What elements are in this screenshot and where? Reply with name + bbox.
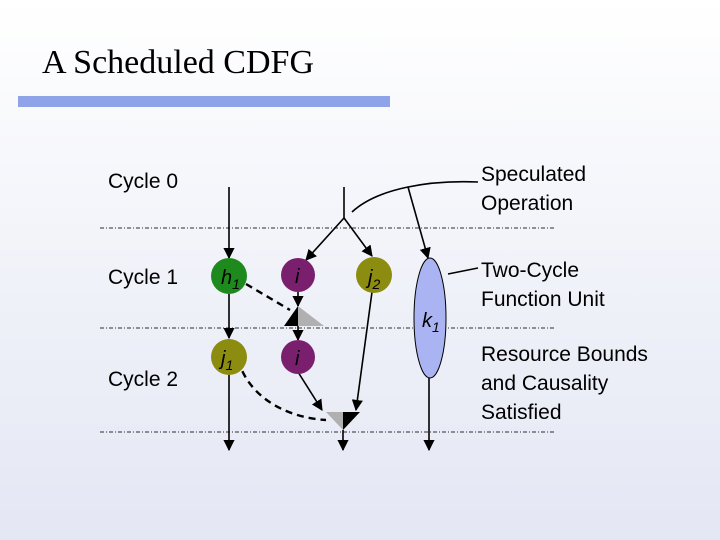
dashed-edge-j1-to-mux2 <box>236 359 327 422</box>
cycle-1-label: Cycle 1 <box>108 266 179 289</box>
cycle-2-label: Cycle 2 <box>108 368 179 391</box>
resource-line-1: Resource Bounds <box>481 343 648 366</box>
node-j2-label: j2 <box>365 267 380 292</box>
title-underline-bar <box>18 96 390 107</box>
resource-line-2: and Causality <box>481 372 609 395</box>
node-h1-label: h1 <box>221 267 240 292</box>
node-k1: k1 <box>413 257 447 379</box>
two-cycle-unit-label: Two-Cycle Function Unit <box>481 256 605 314</box>
edge-branch-to-i1 <box>305 217 345 261</box>
mux-cycle-1 <box>284 306 324 326</box>
node-j1: j1 <box>211 339 247 375</box>
node-h1: h1 <box>211 258 247 294</box>
speculated-line-2: Operation <box>481 192 574 215</box>
two-cycle-line-1: Two-Cycle <box>481 259 580 282</box>
mux-cycle-2 <box>326 412 360 430</box>
resource-bounds-label: Resource Bounds and Causality Satisfied <box>481 340 648 427</box>
slide-title: A Scheduled CDFG <box>42 44 314 81</box>
speculated-line-1: Speculated <box>481 163 587 186</box>
node-i1-label: i <box>295 266 300 288</box>
edge-branch-to-j2 <box>343 217 373 257</box>
node-i2: i <box>281 340 315 374</box>
edge-i2-to-mux2 <box>297 371 323 411</box>
dashed-edge-h1-to-mux1 <box>245 282 291 312</box>
speculated-operation-label: Speculated Operation <box>481 160 586 218</box>
two-cycle-pointer <box>447 267 479 275</box>
speculated-pointer <box>351 180 479 213</box>
two-cycle-line-2: Function Unit <box>481 288 605 311</box>
node-k1-label: k1 <box>422 310 440 335</box>
node-i2-label: i <box>295 348 300 370</box>
edge-j2-to-mux2 <box>351 291 373 412</box>
node-j1-label: j1 <box>218 348 233 373</box>
cycle-0-label: Cycle 0 <box>108 170 179 193</box>
resource-line-3: Satisfied <box>481 401 562 424</box>
node-j2: j2 <box>356 257 392 293</box>
edge-in-k1 <box>407 186 431 260</box>
node-i1: i <box>281 258 315 292</box>
